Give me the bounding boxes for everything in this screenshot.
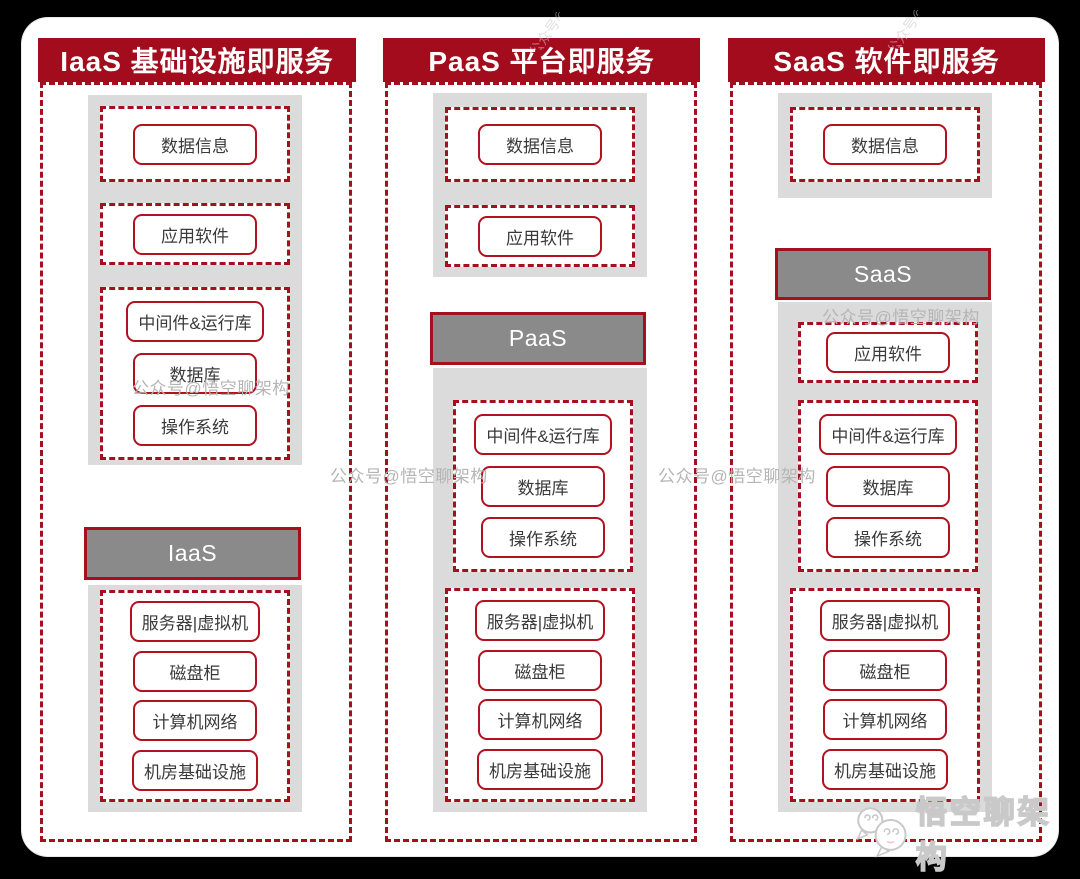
box-os: 操作系统 [481,517,605,559]
box-network: 计算机网络 [478,699,602,741]
saas-platform-group: 中间件&运行库 数据库 操作系统 [798,400,978,572]
box-middleware: 中间件&运行库 [474,413,612,455]
box-data-info: 数据信息 [133,123,257,165]
paas-data-group: 数据信息 [445,107,635,182]
watermark-text: 公众号@悟空聊架构 [132,379,290,398]
paas-infra-group: 服务器|虚拟机 磁盘柜 计算机网络 机房基础设施 [445,588,635,802]
box-datacenter: 机房基础设施 [822,749,948,791]
iaas-infra-group: 服务器|虚拟机 磁盘柜 计算机网络 机房基础设施 [100,590,290,802]
box-database: 数据库 [826,465,950,507]
watermark-text: 公众号@悟空聊架构 [822,308,980,327]
saas-provider-bar: SaaS [775,248,991,300]
wukong-logo: 悟空聊架构 [850,794,1080,876]
box-os: 操作系统 [133,405,257,446]
iaas-column-header: IaaS 基础设施即服务 [38,38,356,82]
box-server-vm: 服务器|虚拟机 [474,599,606,641]
paas-platform-group: 中间件&运行库 数据库 操作系统 [453,400,633,572]
box-app-software: 应用软件 [133,213,257,255]
saas-app-group: 应用软件 [798,322,978,383]
watermark-fragment: 公众号@悟空聊架构 [874,10,918,48]
watermark-text: 公众号@悟空聊架构 [330,467,488,486]
saas-data-group: 数据信息 [790,107,980,182]
box-disk: 磁盘柜 [133,650,257,692]
box-network: 计算机网络 [133,700,257,742]
box-app-software: 应用软件 [478,215,602,257]
box-middleware: 中间件&运行库 [126,301,264,342]
box-os: 操作系统 [826,517,950,559]
iaas-provider-bar: IaaS [84,527,301,580]
box-datacenter: 机房基础设施 [477,749,603,791]
paas-provider-bar: PaaS [430,312,646,365]
box-server-vm: 服务器|虚拟机 [819,599,951,641]
watermark-text: 公众号@悟空聊架构 [658,467,816,486]
box-datacenter: 机房基础设施 [132,749,258,791]
paas-app-group: 应用软件 [445,205,635,267]
saas-infra-group: 服务器|虚拟机 磁盘柜 计算机网络 机房基础设施 [790,588,980,802]
box-disk: 磁盘柜 [823,649,947,691]
iaas-platform-group: 中间件&运行库 数据库 操作系统 [100,287,290,460]
box-database: 数据库 [133,353,257,394]
box-disk: 磁盘柜 [478,649,602,691]
iaas-app-group: 应用软件 [100,203,290,265]
paas-column-header: PaaS 平台即服务 [383,38,700,82]
watermark-fragment: 公众号@悟空聊架构 [516,12,560,50]
box-server-vm: 服务器|虚拟机 [129,601,261,643]
box-middleware: 中间件&运行库 [819,413,957,455]
box-network: 计算机网络 [823,699,947,741]
box-data-info: 数据信息 [823,124,947,165]
paas-column-dashed-outline [385,82,697,842]
box-data-info: 数据信息 [478,124,602,165]
chat-bubbles-icon [856,807,907,858]
logo-text: 悟空聊架构 [915,794,1052,876]
box-database: 数据库 [481,465,605,507]
iaas-column-dashed-outline [40,82,352,842]
saas-column-header: SaaS 软件即服务 [728,38,1045,82]
box-app-software: 应用软件 [826,332,950,373]
iaas-data-group: 数据信息 [100,106,290,182]
